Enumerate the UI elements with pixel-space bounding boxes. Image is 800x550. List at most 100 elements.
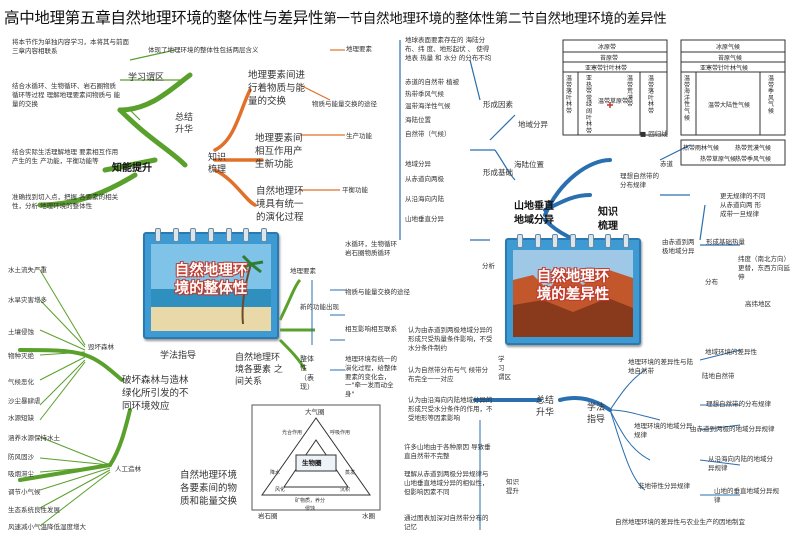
- effect-9: 防风固沙: [8, 453, 34, 461]
- note-s1: 体现了地理环境的整体性包括两层含义: [148, 46, 259, 54]
- mini-3: 整体性（表现）: [300, 355, 314, 392]
- mid-node-1: 形成因素: [483, 100, 513, 109]
- shanlan-node: 山地垂直 地域分异: [514, 201, 554, 226]
- desert-label: 热带荒漠气候: [735, 145, 772, 152]
- page-title: 高中地理第五章自然地理环境的整体性与差异性第一节自然地理环境的整体性第二节自然地…: [4, 6, 667, 28]
- diagram-inner-7: 矿物质，养分: [295, 498, 326, 504]
- effect-5: 气候恶化: [8, 378, 34, 386]
- mini-2: 物质与能量交换的途径: [345, 288, 410, 296]
- title-main: 高中地理第五章自然地理环境的整体性与差异性: [4, 9, 324, 27]
- calendar-right-title: 自然地理环 境的差异性: [536, 269, 610, 304]
- mid-note: 分析: [482, 262, 495, 270]
- equator-label: 赤道: [660, 160, 673, 168]
- cell-left-2: 亚热带常绿阔叶林带: [586, 75, 593, 135]
- mid-text-8: 从赤道向两极: [405, 175, 444, 183]
- cell-right-2: 温带大陆性气候: [708, 102, 751, 109]
- right-note-1: 地理要素: [346, 45, 372, 53]
- effect-12: 生态系统良性发展: [8, 506, 60, 514]
- summary-node: 总结 升华: [536, 396, 555, 419]
- bottom-caption: 自然地理环境 各要素间的物 质和能量交换: [180, 470, 238, 507]
- zhineng-label: 知能提升: [112, 163, 152, 174]
- mid-s3: 认为由沿海向内陆地域分异的形成只受水分条件的作用，不受地形等因素影响: [408, 396, 493, 422]
- right-m6: 由赤道到两极的地域分异规律: [690, 425, 775, 433]
- mid-text-7: 地域分异: [405, 160, 431, 168]
- cell-left-4: 温带荒漠带: [627, 75, 634, 109]
- cell-left-1: 温带落叶林带: [566, 75, 573, 115]
- beach-image: [151, 244, 271, 331]
- diagram-inner-2: 呼吸作用: [330, 430, 351, 436]
- right-m2: 陆地自然带: [702, 372, 735, 380]
- hydrosphere-label: 水圈: [362, 512, 375, 520]
- right-r3: 形成基础热量: [706, 238, 745, 246]
- right-m8: 非地带性分异规律: [638, 482, 690, 490]
- effect-2: 水旱灾害增多: [8, 296, 47, 304]
- method-label: 学法指导: [160, 351, 197, 361]
- calendar-left-title: 自然地理环 境的整体性: [174, 263, 248, 298]
- method-node: 学法 指导: [587, 403, 606, 426]
- rainforest-label: 热带雨林气候: [683, 145, 720, 152]
- right-m5: 地理环境的地域分异规律: [634, 422, 693, 439]
- diagram-inner-4: 蒸发: [345, 470, 356, 476]
- mid-s2: 认为自然带分布与气 候带分布完全一一对应: [408, 366, 489, 383]
- right-r7: 高纬地区: [745, 300, 771, 308]
- effect-8: 涵养水源保持水土: [8, 434, 60, 442]
- right-m3: 地域环境的差异性: [705, 348, 757, 356]
- right-note-3: 生产功能: [346, 132, 372, 140]
- effect-7: 水源短缺: [8, 414, 34, 422]
- right-r4: 更无规律的不同 从赤道向两 形 成带一旦规律: [720, 192, 766, 218]
- mid-node-4: 海陆位置: [514, 160, 544, 169]
- diagram-inner-5: 风化: [275, 487, 286, 493]
- savanna-label: 热带草原气候: [700, 156, 737, 163]
- atmosphere-label: 大气圈: [305, 408, 325, 416]
- tundra-r-label: 冰原气候: [716, 44, 741, 51]
- title-sub: 第一节自然地理环境的整体性第二节自然地理环境的差异性: [323, 11, 667, 27]
- calendar-right: 自然地理环 境的差异性: [505, 234, 641, 345]
- cell-left-5: 温带落叶林带: [648, 75, 655, 115]
- cell-right-1: 温带海洋性气候: [684, 75, 691, 122]
- diagram-inner-6: 沉积: [340, 487, 351, 493]
- orange-node-2: 地理要素间 相互作用产 生新功能: [255, 133, 303, 170]
- xuexi-label: 学习谓区: [128, 73, 165, 83]
- forest-label: 亚寒带针叶林带: [585, 65, 628, 72]
- point-3: 准确找到切入点，把握 各要素的相关性，分析 地理环境的整体性: [12, 193, 119, 210]
- effect-11: 调节小气候: [8, 488, 41, 496]
- diagram-inner-1: 光合作用: [282, 430, 303, 436]
- zhishi-label: 知识 梳理: [208, 153, 227, 176]
- diagram-inner-8: 侵蚀: [305, 506, 316, 512]
- point-1: 结合水循环、生物循环、岩石圈物质循环等过程 理解地理要素间物质与 能量的交换: [12, 82, 121, 108]
- orange-node-3: 自然地理环 境具有统一 的演化过程: [256, 186, 304, 223]
- hregion-label: ■ 回归线: [640, 130, 668, 138]
- point-2: 结合实际生活理解地理 要素相互作用产生的生 产功能，平衡功能等: [12, 148, 119, 165]
- right-m7: 从沿海向内陆的地域分异规律: [708, 455, 773, 472]
- mid-text-1: 地球表面要素存在的 海陆分布、纬 度、地形起伏 、 使得地表 热量 和 水分 的…: [405, 36, 492, 62]
- mid-text-9: 从沿海向内陆: [405, 195, 444, 203]
- right-r5: 纬度（南北方向）更替，东西方向延伸: [738, 255, 790, 281]
- mid-text-6: 自然带（气候）: [405, 130, 451, 138]
- mid-text-5: 海陆位置: [405, 116, 431, 124]
- mid-s5: 理解从赤道到两极分异规律与山地垂直地域分异的相似性，但影响因素不同: [404, 470, 489, 496]
- orange-node-1: 地理要素间进 行着物质与能 量的交换: [248, 70, 306, 107]
- cell-right-3: 温带季风气候: [768, 75, 775, 115]
- right-m10: 自然地理环境的差异性与农业生产的因地制宜: [615, 518, 745, 526]
- right-r6: 分布: [705, 278, 718, 286]
- mini-1: 地理要素: [290, 267, 316, 275]
- mid-s6: 通过图表加深对自然带分布的记忆: [404, 514, 489, 531]
- mini-4: 新的功能出现: [300, 303, 339, 311]
- forest-r-label: 亚寒带针叶林气候: [700, 65, 749, 72]
- mid-node-3: 地域分异: [518, 120, 548, 129]
- right-m9: 山地的垂直地域分异规律: [714, 487, 779, 504]
- intro-note: 将本节作为单独内容学习，本将其与前面三章内容相联系: [12, 38, 129, 55]
- effect-10: 吸烟滞尘: [8, 470, 34, 478]
- node-deforest: 毁坏森林: [88, 343, 114, 351]
- mid-text-4: 温带海洋性气候: [405, 102, 451, 110]
- right-note-4: 平衡功能: [342, 186, 368, 194]
- zhishi-tisheng: 知识 提升: [506, 478, 519, 495]
- mid-node-2: 形成基础: [483, 168, 513, 177]
- mid-text-3: 热带季风气候: [405, 90, 444, 98]
- right-r2: 由赤道到两极地域分异: [662, 238, 695, 255]
- effect-6: 沙尘暴肆虐: [8, 397, 41, 405]
- lithosphere-label: 岩石圈: [258, 512, 278, 520]
- monsoon-label: 热带季风气候: [735, 156, 772, 163]
- tundra-r2-label: 苔原气候: [718, 55, 743, 62]
- center-effects: 破坏森林与造林 绿化所引发的不 同环境效应: [122, 375, 189, 412]
